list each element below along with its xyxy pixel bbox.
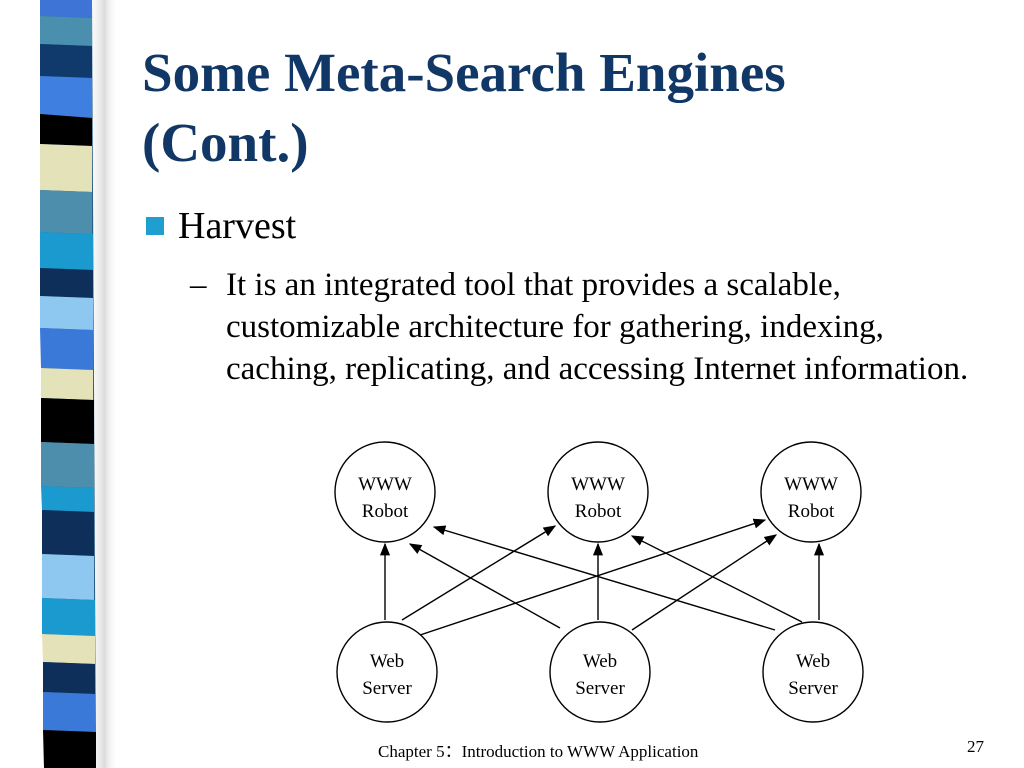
- arrow-server1-robot3: [416, 518, 767, 637]
- bullet-harvest: Harvest: [146, 204, 296, 248]
- svg-text:Server: Server: [575, 678, 625, 699]
- svg-text:Server: Server: [362, 678, 412, 699]
- robot-node-2: WWW Robot: [547, 441, 649, 543]
- robot-node-3: WWW Robot: [760, 441, 862, 543]
- bullet-square-icon: [146, 217, 164, 235]
- arrow-server3-robot1: [432, 525, 776, 631]
- svg-text:Web: Web: [796, 651, 830, 672]
- slide-title-line1: Some Meta-Search Engines: [142, 42, 786, 103]
- sub-bullet-text: It is an integrated tool that provides a…: [226, 267, 969, 387]
- footer-chapter: Chapter 5：Introduction to WWW Applicatio…: [378, 742, 699, 761]
- slide-title: Some Meta-Search Engines (Cont.): [142, 38, 1002, 178]
- svg-text:WWW: WWW: [571, 474, 625, 495]
- decorative-side-strip: [40, 0, 118, 768]
- dash-marker: –: [190, 267, 207, 303]
- arrow-server1-robot2: [401, 525, 557, 621]
- robot-node-1: WWW Robot: [334, 441, 436, 543]
- svg-text:Web: Web: [370, 651, 404, 672]
- harvest-architecture-diagram: WWW Robot WWW Robot WWW Robot Web Server…: [334, 441, 864, 723]
- svg-text:WWW: WWW: [358, 474, 412, 495]
- arrow-server2-robot3: [631, 534, 778, 631]
- bullet-text: Harvest: [178, 205, 297, 247]
- arrow-server2-robot1: [408, 543, 561, 629]
- server-node-2: Web Server: [549, 621, 651, 723]
- slide-title-line2: (Cont.): [142, 112, 309, 173]
- svg-text:Web: Web: [583, 651, 617, 672]
- server-node-1: Web Server: [336, 621, 438, 723]
- svg-text:WWW: WWW: [784, 474, 838, 495]
- svg-text:Robot: Robot: [788, 501, 835, 522]
- svg-text:Robot: Robot: [362, 501, 409, 522]
- svg-text:Robot: Robot: [575, 501, 622, 522]
- svg-text:Server: Server: [788, 678, 838, 699]
- arrow-server3-robot2: [630, 535, 803, 623]
- page-number: 27: [967, 737, 984, 756]
- connection-arrows: [379, 518, 825, 637]
- server-node-3: Web Server: [762, 621, 864, 723]
- sub-bullet: – It is an integrated tool that provides…: [190, 264, 990, 390]
